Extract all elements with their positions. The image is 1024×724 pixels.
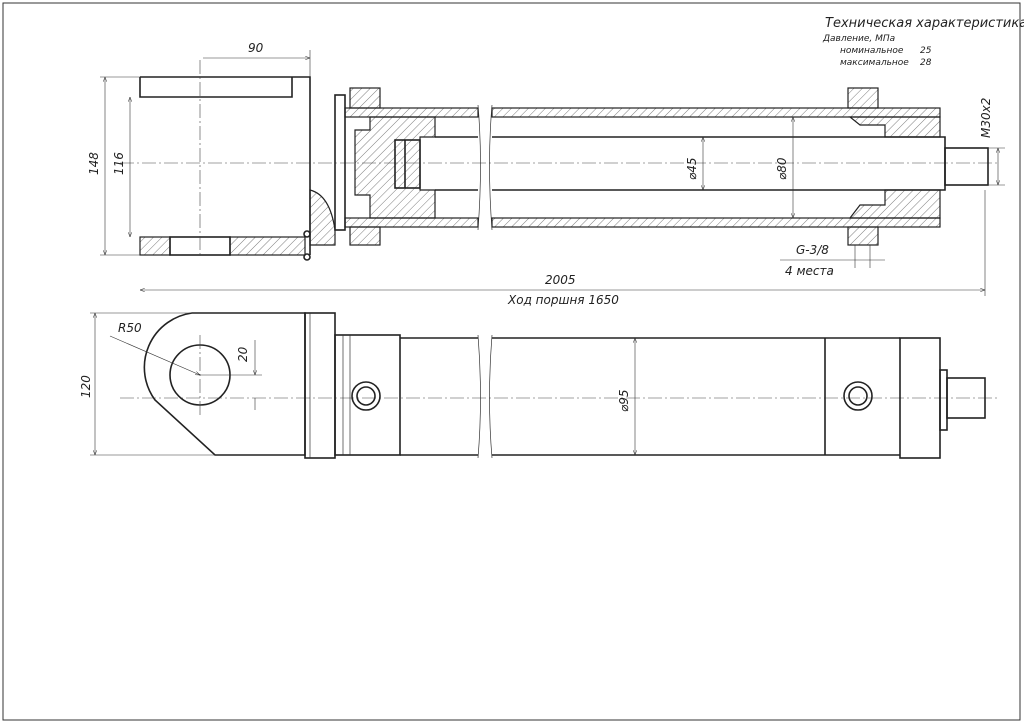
section-view: 90 148 116 ⌀45 ⌀80 M30x2 G-3/8 4 места 2…	[87, 41, 1005, 307]
rod-thread-stub	[944, 147, 989, 186]
technical-spec-block: Техническая характеристика Давление, МПа…	[822, 16, 1024, 68]
clevis-eye-lug	[143, 312, 306, 456]
rod-end-exterior	[946, 377, 986, 419]
spec-title: Техническая характеристика	[825, 16, 1024, 31]
pressure-label: Давление, МПа	[822, 34, 895, 44]
max-value: 28	[920, 58, 932, 68]
dim-148: 148	[87, 152, 101, 175]
dim-rod-thread: M30x2	[979, 98, 993, 138]
dim-tube-diameter: ⌀95	[617, 390, 631, 413]
dim-port-thread: G-3/8	[796, 243, 829, 257]
gland-top	[848, 116, 941, 138]
dim-r50: R50	[118, 321, 142, 335]
dim-rod-diameter: ⌀45	[685, 158, 699, 181]
dim-20: 20	[236, 346, 250, 362]
dim-120: 120	[79, 375, 93, 398]
dim-bore-diameter: ⌀80	[775, 157, 789, 180]
clevis-block	[139, 76, 311, 255]
tube-wall-top-right	[491, 107, 941, 118]
rear-collar	[334, 334, 401, 456]
port-left	[351, 381, 381, 411]
weld	[309, 189, 336, 246]
break-lines	[477, 104, 493, 231]
nominal-value: 25	[920, 46, 932, 56]
port-right-top	[847, 87, 879, 109]
tube-wall-top-left	[344, 107, 479, 118]
port-right	[843, 381, 873, 411]
clevis-plate-right	[229, 236, 306, 256]
rod-exterior	[939, 369, 948, 431]
dim-116: 116	[112, 152, 126, 175]
clevis-plate-left	[139, 236, 171, 256]
dim-port-count: 4 места	[785, 264, 834, 278]
dim-stroke: Ход поршня 1650	[507, 293, 619, 307]
dim-90: 90	[248, 41, 264, 55]
tube-body	[400, 337, 900, 456]
nominal-label: номинальное	[840, 46, 904, 56]
tube-wall-bottom-right	[491, 217, 941, 228]
port-left-top	[349, 87, 381, 109]
mount-plate	[304, 312, 336, 459]
gland-bottom	[848, 189, 941, 219]
exterior-view: 120 R50 20 ⌀95	[79, 312, 1000, 459]
port-left-bottom	[349, 226, 381, 246]
tube-wall-bottom-left	[344, 217, 479, 228]
dim-overall-length: 2005	[545, 273, 576, 287]
max-label: максимальное	[840, 58, 909, 68]
port-right-bottom	[847, 226, 879, 246]
